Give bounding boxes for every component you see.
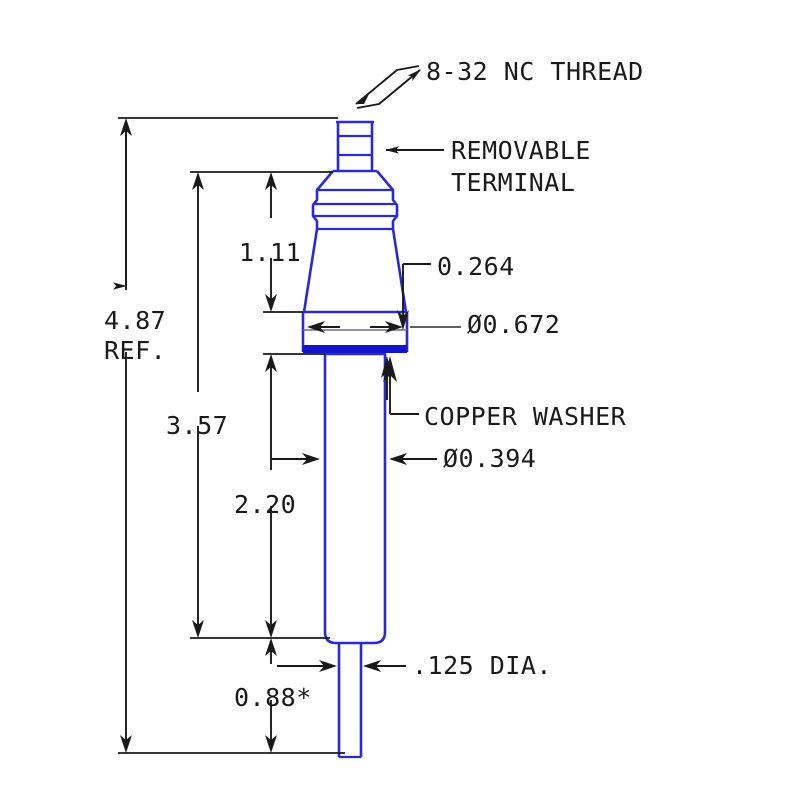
dim-label-111: 1.11 <box>239 238 302 267</box>
removable-terminal-feature <box>311 170 399 231</box>
dim-label-220: 2.20 <box>234 490 297 519</box>
center-pin-feature <box>337 643 363 759</box>
dim-label-088: 0.88* <box>234 683 312 712</box>
dim-label-487-ref: REF. <box>104 336 167 365</box>
shell-tube-feature <box>323 352 387 645</box>
dim-label-487: 4.87 <box>104 306 167 335</box>
removable-terminal-label-line2: TERMINAL <box>451 168 576 197</box>
dim-label-tube-diameter: Ø0.394 <box>443 444 537 473</box>
dim-label-hex-diameter: Ø0.672 <box>467 310 561 339</box>
dim-111-line <box>265 172 277 312</box>
dim-220-line <box>265 354 277 638</box>
dim-label-0264: 0.264 <box>437 252 515 281</box>
dim-label-125-dia: .125 DIA. <box>412 651 552 680</box>
removable-terminal-label-line1: REMOVABLE <box>451 136 591 165</box>
dim-487-line <box>113 118 132 753</box>
dim-357-line <box>192 172 204 638</box>
dim-125-line <box>277 660 406 672</box>
dim-d0672-line <box>307 321 461 333</box>
threaded-stud-feature <box>333 120 377 173</box>
copper-washer-leader <box>383 356 419 415</box>
dim-088-line <box>265 638 277 753</box>
part-geometry <box>301 120 409 759</box>
dim-d0394-line <box>272 453 437 465</box>
dim-label-357: 3.57 <box>166 411 229 440</box>
thread-callout-label: 8-32 NC THREAD <box>426 57 644 86</box>
insulator-body-feature <box>302 228 408 313</box>
dimension-lines <box>113 65 461 754</box>
thread-callout-leader <box>355 65 421 109</box>
copper-washer-label: COPPER WASHER <box>424 402 627 431</box>
